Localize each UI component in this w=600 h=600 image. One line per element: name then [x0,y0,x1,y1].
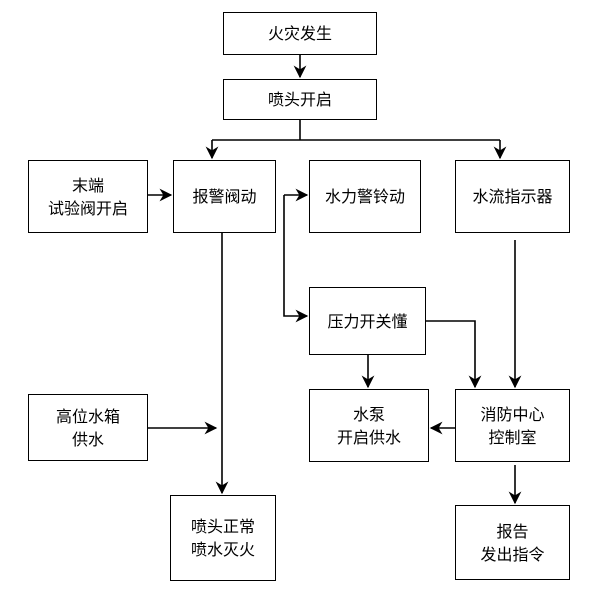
node-report: 报告 发出指令 [455,505,570,580]
node-sprinkler-normal: 喷头正常 喷水灭火 [170,495,276,581]
node-end-test-valve: 末端 试验阀开启 [28,160,148,233]
node-control-center: 消防中心 控制室 [455,389,570,462]
edge-alarm-valve-to-pressure-switch [283,195,309,323]
node-pressure-switch: 压力开关懂 [309,287,426,355]
node-pump: 水泵 开启供水 [309,389,429,462]
node-flow-indicator: 水流指示器 [455,160,570,233]
edge-pressure-switch-to-control-center [426,320,482,389]
node-water-bell: 水力警铃动 [309,160,421,233]
node-high-tank: 高位水箱 供水 [28,394,148,461]
node-sprinkler-open: 喷头开启 [223,79,377,120]
node-alarm-valve: 报警阀动 [173,160,276,233]
node-fire: 火灾发生 [223,12,377,55]
